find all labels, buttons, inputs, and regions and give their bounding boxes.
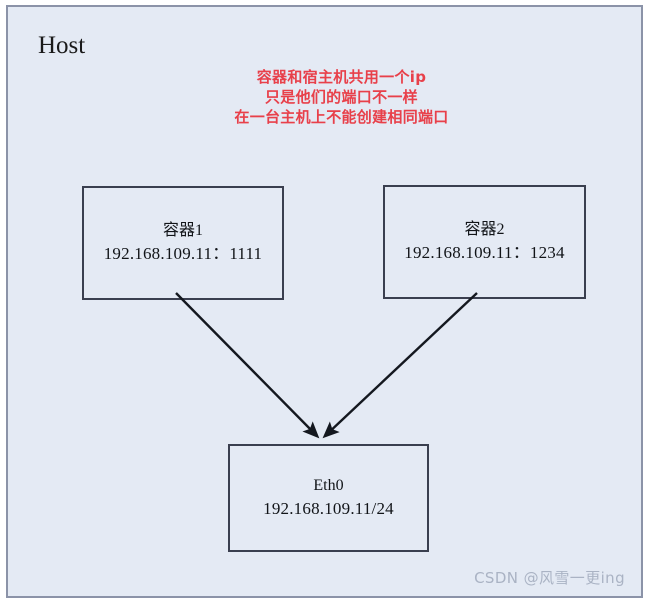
annotation-line-1: 容器和宿主机共用一个ip: [256, 68, 427, 86]
node-eth0-address: 192.168.109.11/24: [263, 499, 394, 518]
node-eth0-title: Eth0: [313, 477, 344, 494]
annotation-line-3: 在一台主机上不能创建相同端口: [234, 108, 449, 126]
node-container1-title: 容器1: [162, 222, 203, 239]
annotation-line-2: 只是他们的端口不一样: [264, 88, 418, 106]
node-container2: 容器2 192.168.109.11：1234: [383, 185, 586, 299]
node-container1: 容器1 192.168.109.11：1111: [82, 186, 284, 300]
watermark: CSDN @风雪一更ing: [474, 569, 625, 587]
node-eth0: Eth0 192.168.109.11/24: [228, 444, 429, 552]
page-title: Host: [38, 32, 86, 59]
annotation-note: 容器和宿主机共用一个ip 只是他们的端口不一样 在一台主机上不能创建相同端口: [8, 67, 645, 127]
host-panel: Host 容器和宿主机共用一个ip 只是他们的端口不一样 在一台主机上不能创建相…: [6, 5, 643, 598]
node-container2-address: 192.168.109.11：1234: [404, 243, 565, 262]
node-container1-address: 192.168.109.11：1111: [103, 244, 263, 263]
node-container2-title: 容器2: [464, 221, 505, 238]
